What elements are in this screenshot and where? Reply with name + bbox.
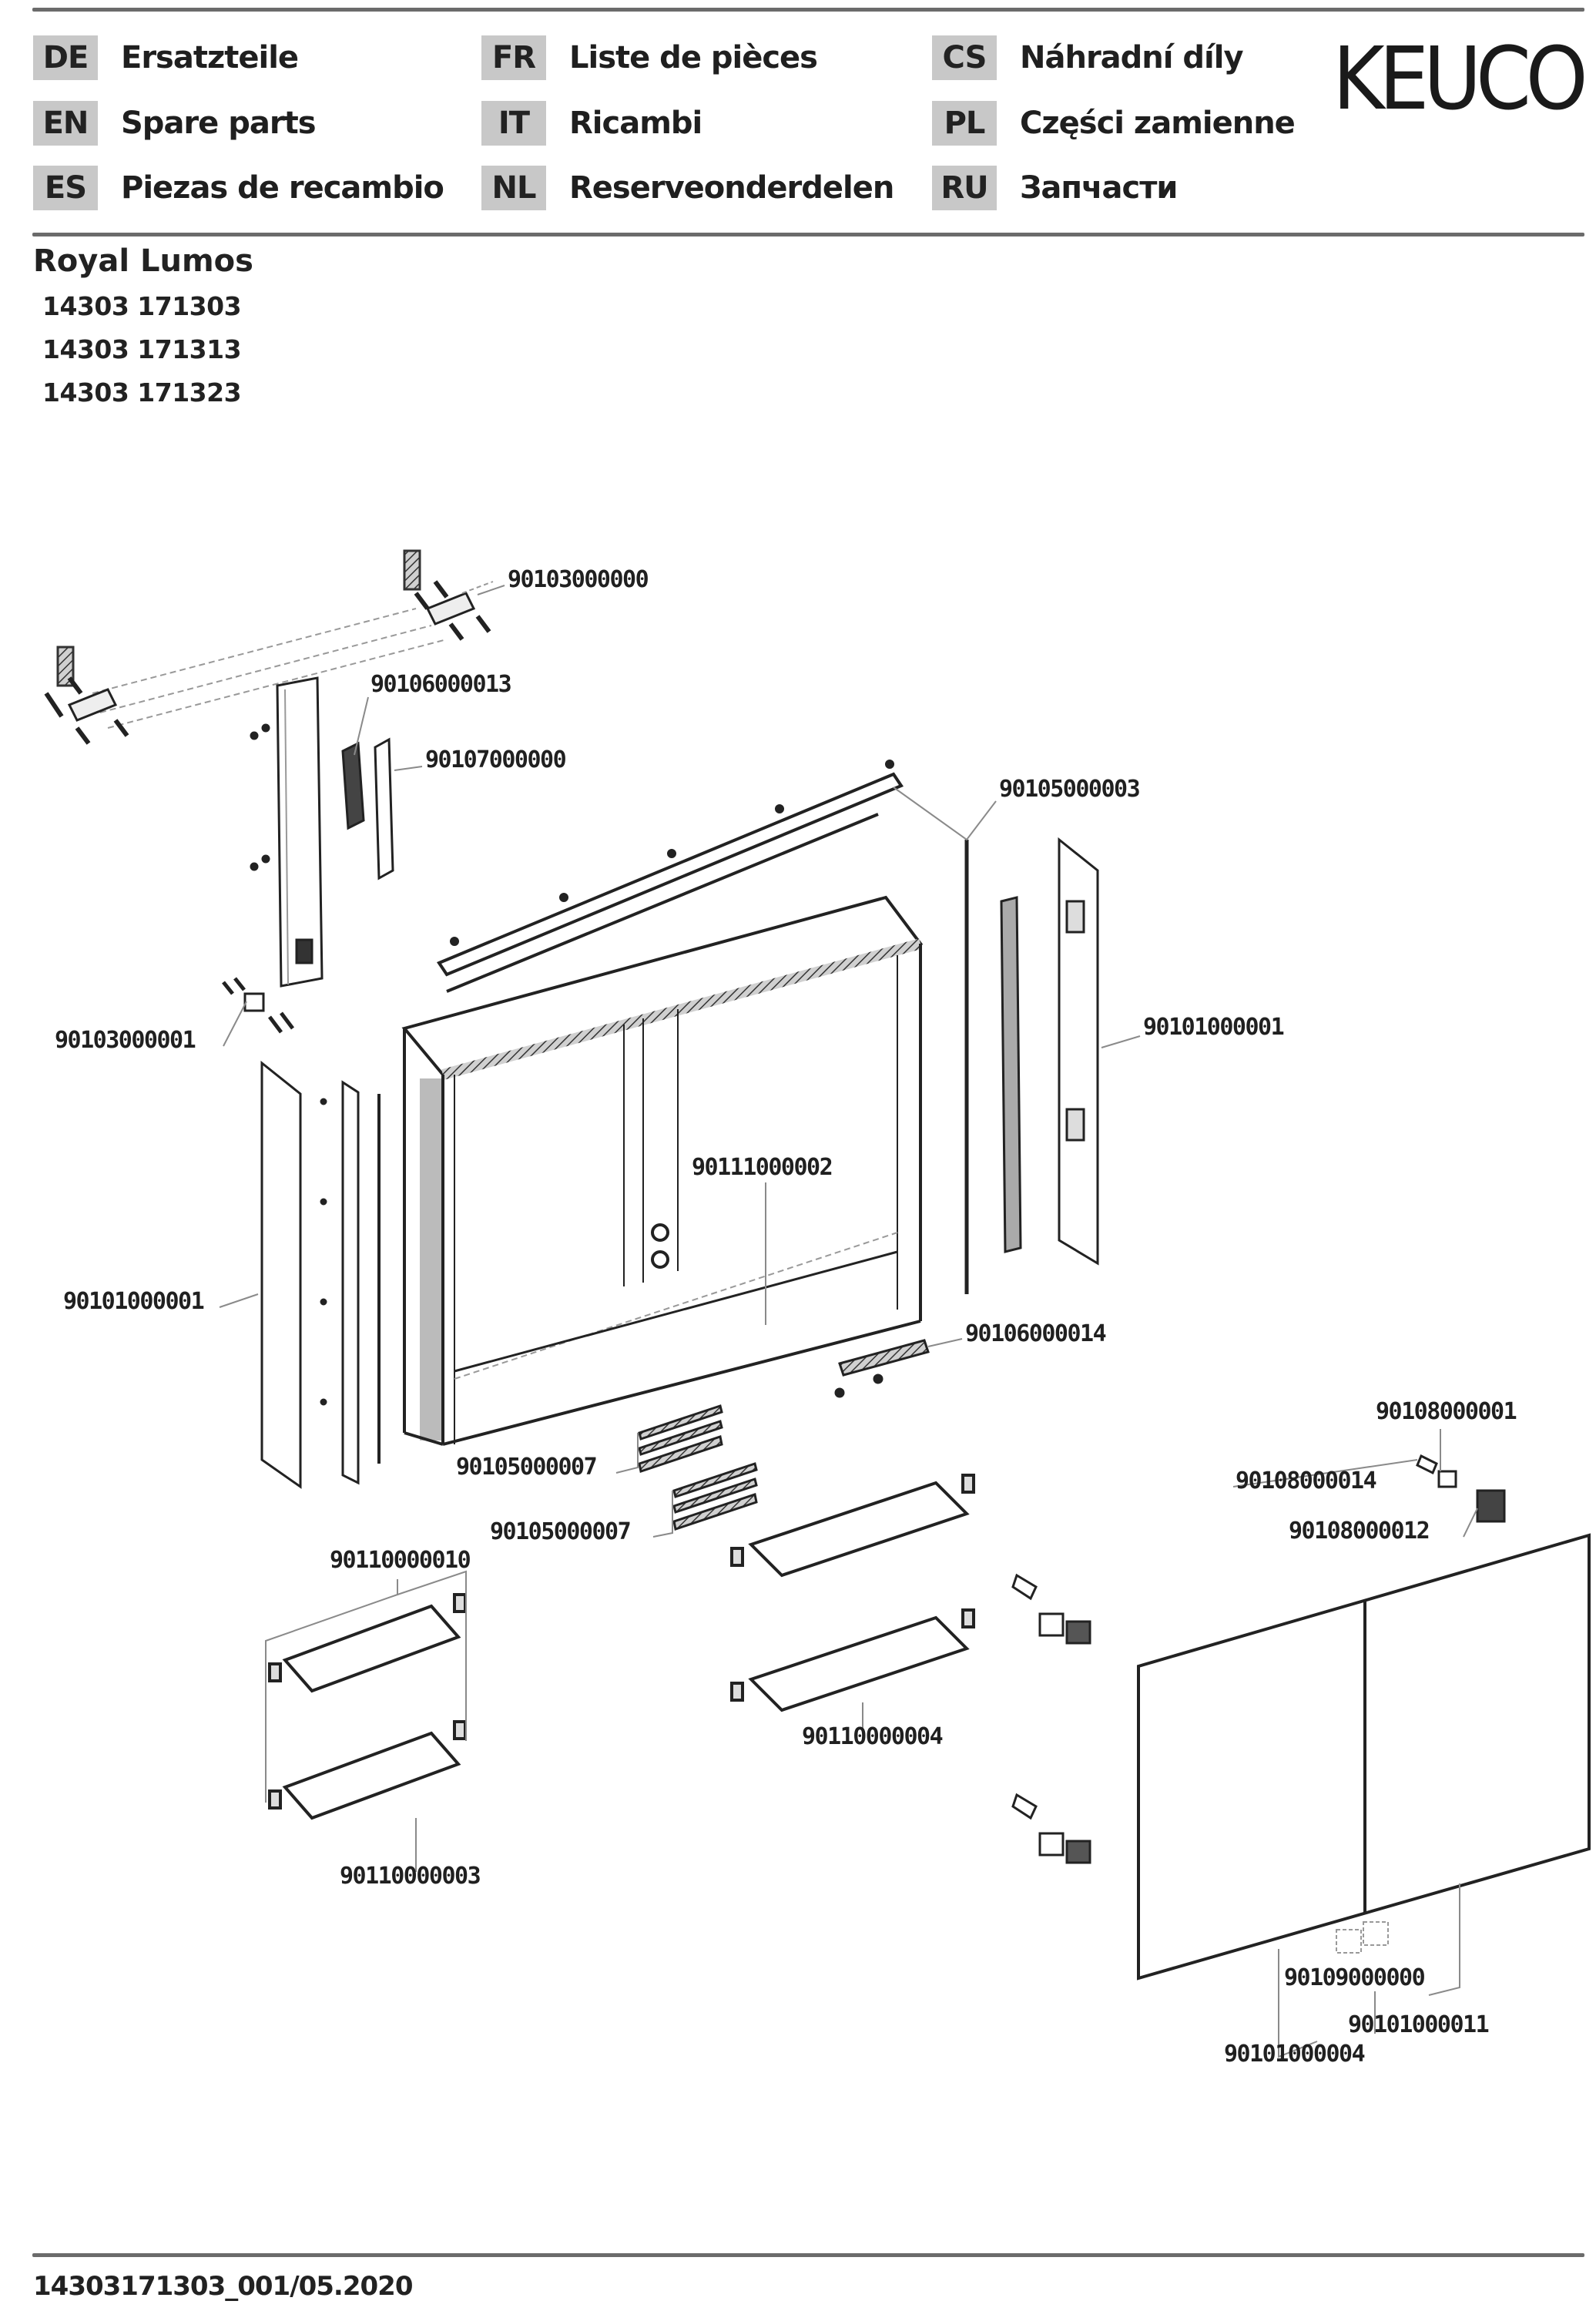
part-label-90110000010[interactable]: 90110000010 <box>330 1547 471 1574</box>
article-number: 14303 171323 <box>42 377 242 408</box>
part-label-90101000001-right[interactable]: 90101000001 <box>1143 1014 1285 1041</box>
lang-row-fr: FR Liste de pièces <box>481 35 818 80</box>
part-label-90109000000[interactable]: 90109000000 <box>1284 1964 1426 1991</box>
lang-code-badge: IT <box>481 101 546 146</box>
shelf-right-upper-part[interactable] <box>730 1474 975 1578</box>
lang-row-cs: CS Náhradní díly <box>932 35 1244 80</box>
document-code: 14303171303_001/05.2020 <box>33 2271 413 2302</box>
lang-row-es: ES Piezas de recambio <box>33 166 444 210</box>
lang-label: Náhradní díly <box>1020 40 1244 75</box>
lang-label: Запчасти <box>1020 170 1178 206</box>
hinge-upper-part[interactable] <box>1011 1573 1091 1645</box>
lang-row-it: IT Ricambi <box>481 101 702 146</box>
side-electronics-part[interactable] <box>250 676 324 988</box>
part-label-90101000004[interactable]: 90101000004 <box>1224 2041 1366 2068</box>
part-label-90105000003[interactable]: 90105000003 <box>999 776 1141 803</box>
lang-row-de: DE Ersatzteile <box>33 35 299 80</box>
socket-cover-part[interactable] <box>341 737 394 880</box>
shelf-right-lower-part[interactable] <box>730 1608 975 1712</box>
hinge-lower-part[interactable] <box>1011 1793 1091 1864</box>
part-label-90105000007-a[interactable]: 90105000007 <box>456 1454 598 1481</box>
light-strips-part-2[interactable] <box>672 1462 758 1531</box>
sensor-strip-part[interactable] <box>834 1339 930 1398</box>
mirror-doors-part[interactable] <box>1137 1533 1591 1981</box>
part-label-90108000014[interactable]: 90108000014 <box>1236 1467 1377 1494</box>
lang-code-badge: DE <box>33 35 98 80</box>
part-label-90108000001[interactable]: 90108000001 <box>1376 1398 1517 1425</box>
part-label-90110000003[interactable]: 90110000003 <box>340 1863 481 1890</box>
shelf-left-upper-part[interactable] <box>268 1593 467 1693</box>
header-bottom-rule <box>32 233 1584 236</box>
lang-row-ru: RU Запчасти <box>932 166 1178 210</box>
side-panel-left-part[interactable] <box>260 1060 381 1489</box>
lang-label: Ersatzteile <box>121 40 299 75</box>
part-label-90103000001[interactable]: 90103000001 <box>55 1027 196 1054</box>
part-label-90103000000[interactable]: 90103000000 <box>508 566 649 593</box>
part-label-90105000007-b[interactable]: 90105000007 <box>490 1518 632 1545</box>
brand-logo: KEUCO <box>1333 29 1588 129</box>
part-label-90101000001-left[interactable]: 90101000001 <box>63 1288 205 1315</box>
part-label-90110000004[interactable]: 90110000004 <box>802 1723 944 1750</box>
lang-code-badge: FR <box>481 35 546 80</box>
article-number: 14303 171303 <box>42 291 242 321</box>
lang-code-badge: RU <box>932 166 997 210</box>
part-label-90111000002[interactable]: 90111000002 <box>692 1154 833 1181</box>
side-panel-right-part[interactable] <box>1000 837 1099 1266</box>
part-label-90107000000[interactable]: 90107000000 <box>425 746 567 773</box>
lang-label: Ricambi <box>569 106 702 141</box>
lang-row-en: EN Spare parts <box>33 101 316 146</box>
leader-lines <box>219 585 1478 2058</box>
hinge-detail-part[interactable] <box>1416 1454 1506 1523</box>
light-strips-part-1[interactable] <box>638 1404 723 1473</box>
header-top-rule <box>32 8 1584 12</box>
lang-row-nl: NL Reserveonderdelen <box>481 166 894 210</box>
part-label-90106000014[interactable]: 90106000014 <box>965 1320 1107 1347</box>
lang-label: Piezas de recambio <box>121 170 444 206</box>
lang-code-badge: CS <box>932 35 997 80</box>
lang-code-badge: ES <box>33 166 98 210</box>
part-label-90108000012[interactable]: 90108000012 <box>1289 1518 1430 1545</box>
part-label-90106000013[interactable]: 90106000013 <box>370 671 512 698</box>
shelf-left-lower-part[interactable] <box>268 1720 467 1820</box>
bottom-bracket-part[interactable] <box>222 977 294 1034</box>
lang-code-badge: EN <box>33 101 98 146</box>
lang-code-badge: PL <box>932 101 997 146</box>
article-number: 14303 171313 <box>42 334 242 364</box>
lang-label: Części zamienne <box>1020 106 1296 141</box>
lang-label: Spare parts <box>121 106 316 141</box>
lang-label: Liste de pièces <box>569 40 818 75</box>
cabinet-body-part[interactable] <box>401 895 924 1446</box>
led-profile-part[interactable] <box>436 760 969 1294</box>
lang-row-pl: PL Części zamienne <box>932 101 1296 146</box>
part-label-90101000011[interactable]: 90101000011 <box>1348 2011 1490 2038</box>
top-brackets-part[interactable] <box>44 549 494 745</box>
footer-rule <box>32 2253 1584 2257</box>
lang-code-badge: NL <box>481 166 546 210</box>
lang-label: Reserveonderdelen <box>569 170 894 206</box>
product-title: Royal Lumos <box>33 243 253 279</box>
